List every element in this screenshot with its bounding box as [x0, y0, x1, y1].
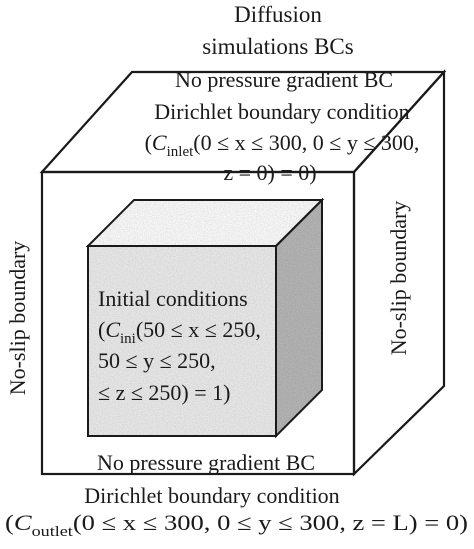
inner-cube — [85, 197, 325, 439]
left-face-label: No-slip boundary — [5, 241, 30, 396]
right-face-label: No-slip boundary — [386, 201, 411, 356]
bottom-face-label: No pressure gradient BC — [97, 450, 315, 475]
outer-cube-front-face — [40, 170, 356, 476]
inlet-condition-line-2: z = 0) = 0) — [223, 160, 316, 185]
outer-cube — [39, 69, 447, 477]
header-line-2: simulations BCs — [202, 34, 353, 59]
initial-conditions-line-3: ≤ z ≤ 250) = 1) — [98, 380, 230, 405]
top-face-label: No pressure gradient BC — [175, 67, 393, 92]
initial-conditions-line-1: (Cini(50 ≤ x ≤ 250, — [98, 317, 261, 347]
inlet-condition-line-1: (Cinlet(0 ≤ x ≤ 300, 0 ≤ y ≤ 300, — [145, 130, 420, 160]
inlet-condition-title: Dirichlet boundary condition — [154, 99, 409, 124]
outlet-condition-title: Dirichlet boundary condition — [84, 483, 339, 508]
header-line-1: Diffusion — [234, 2, 322, 27]
initial-conditions-line-2: 50 ≤ y ≤ 250, — [98, 348, 216, 373]
initial-conditions-title: Initial conditions — [98, 286, 248, 311]
